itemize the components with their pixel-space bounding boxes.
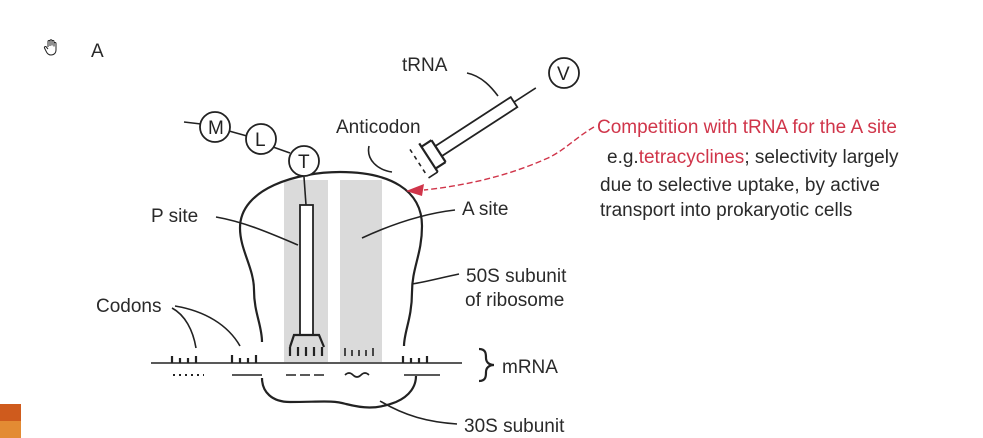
competition-arrow	[423, 126, 595, 191]
aa-l: L	[255, 130, 266, 151]
p-trna-stem	[299, 204, 314, 336]
incoming-trna	[409, 87, 537, 179]
aa-circle-t	[288, 145, 320, 177]
annotation-line1-rest: ; selectivity largely	[744, 147, 899, 168]
subunit-50s-label-1: 50S subunit	[466, 266, 567, 287]
subunit-50s-leader	[411, 273, 460, 285]
codons-leader-1	[171, 307, 197, 349]
corner-accent-dark	[0, 404, 21, 421]
a-site-leader	[361, 209, 456, 239]
peptide-bond-1	[228, 130, 248, 137]
corner-accent-bar	[0, 404, 21, 438]
corner-accent-light	[0, 421, 21, 438]
p-site-leader	[215, 216, 299, 246]
a-site-wavy-codon	[344, 372, 370, 378]
anticodon-leader	[367, 145, 393, 173]
competition-arrowhead	[406, 184, 424, 196]
p-site-label: P site	[151, 206, 198, 227]
subunit-50s-label-2: of ribosome	[465, 290, 564, 311]
codons-label: Codons	[96, 296, 162, 317]
peptide-bond-2	[272, 146, 291, 154]
codon-marks	[170, 355, 429, 363]
aa-circle-m	[199, 111, 231, 143]
annotation-line1: e.g.tetracyclines; selectivity largely	[607, 147, 899, 168]
p-trna-anticodon	[288, 333, 326, 356]
aa-v: V	[557, 64, 570, 85]
a-site-label: A site	[462, 199, 508, 220]
a-site-codon-slots	[344, 348, 374, 356]
subunit-30s-leader	[379, 400, 458, 425]
trna-label: tRNA	[402, 55, 448, 76]
codons-leader-2	[174, 305, 241, 347]
peptide-tail	[183, 121, 202, 125]
p-trna-stem-to-t	[303, 176, 307, 206]
aa-m: M	[208, 118, 224, 139]
mrna-label: mRNA	[502, 357, 558, 378]
annotation-line2: due to selective uptake, by active	[600, 175, 880, 196]
mrna-brace	[478, 347, 495, 383]
aa-circle-l	[245, 123, 277, 155]
annotation-eg: e.g.	[607, 147, 639, 168]
panel-letter: A	[91, 41, 104, 62]
a-site-shading	[340, 180, 382, 362]
trna-leader	[466, 72, 499, 97]
anticodon-label: Anticodon	[336, 117, 421, 138]
subunit-30s-label: 30S subunit	[464, 416, 565, 437]
large-subunit-outline	[238, 170, 424, 347]
annotation-drug: tetracyclines	[639, 147, 745, 168]
annotation-heading: Competition with tRNA for the A site	[597, 117, 897, 138]
aa-circle-v	[548, 57, 580, 89]
small-subunit-outline	[260, 375, 418, 409]
hand-pointer-icon	[43, 39, 57, 56]
aa-t: T	[298, 152, 310, 173]
annotation-line3: transport into prokaryotic cells	[600, 200, 852, 221]
